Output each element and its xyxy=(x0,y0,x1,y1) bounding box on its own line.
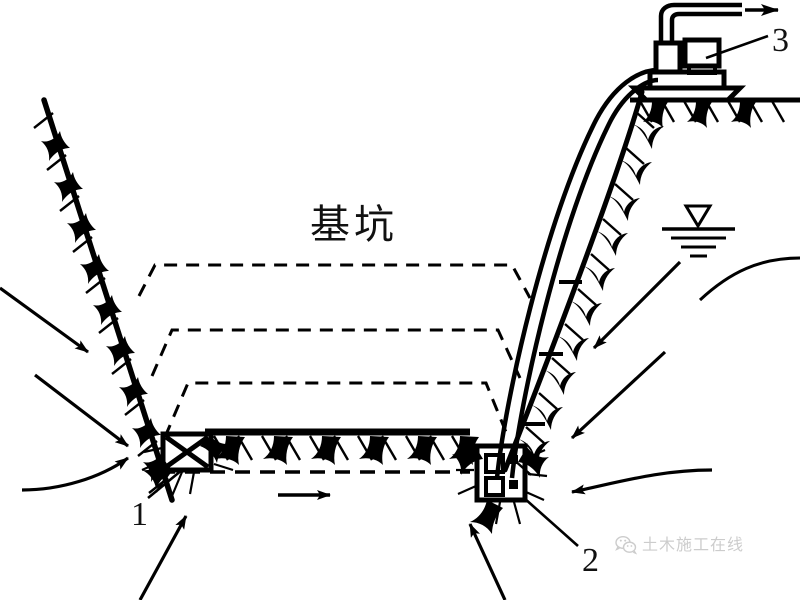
callout-label-3: 3 xyxy=(772,22,789,59)
flow-arrow-bottom-left xyxy=(138,515,188,600)
flow-arrow-left-3 xyxy=(21,456,129,492)
leader-line-3 xyxy=(705,34,769,60)
submersible-pump xyxy=(452,443,549,534)
excavation-stage-3 xyxy=(163,381,510,438)
excavation-stage-2 xyxy=(150,328,522,379)
flow-arrow-left-1 xyxy=(0,286,89,354)
right-slope-face xyxy=(502,89,645,473)
wechat-icon xyxy=(615,535,637,555)
leader-line-1 xyxy=(147,468,183,500)
leader-line-2 xyxy=(523,497,579,547)
ground-surface-hatching xyxy=(638,100,786,128)
excavation-stage-1 xyxy=(137,263,532,299)
watermark: 土木施工在线 xyxy=(615,535,744,555)
watermark-text: 土木施工在线 xyxy=(642,535,745,554)
flow-arrow-right-1 xyxy=(592,260,682,350)
flow-arrow-left-2 xyxy=(34,373,129,448)
phreatic-surface-curve-right xyxy=(698,256,800,302)
callout-leader-lines xyxy=(147,34,769,547)
flow-arrow-right-3 xyxy=(571,468,713,495)
pipe-straps xyxy=(520,280,582,426)
groundwater-flow-arrows-right xyxy=(570,260,713,495)
flow-arrow-right-2 xyxy=(570,350,667,440)
groundwater-flow-arrows-left xyxy=(0,286,129,492)
pit-bottom-soil-hatching xyxy=(212,435,479,465)
water-table-symbol xyxy=(662,204,735,258)
left-slope-soil-hatching xyxy=(33,112,172,494)
right-slope-soil-hatching xyxy=(512,111,664,476)
groundwater-flow-arrows-bottom xyxy=(138,515,507,600)
callout-label-1: 1 xyxy=(131,496,148,533)
flow-arrow-bottom-right xyxy=(468,523,507,600)
callout-label-2: 2 xyxy=(582,542,599,579)
left-slope-face xyxy=(41,97,175,503)
page-title: 基坑 xyxy=(310,202,398,248)
excavation-stage-contours xyxy=(137,263,532,438)
surface-pump-assembly xyxy=(627,2,747,103)
